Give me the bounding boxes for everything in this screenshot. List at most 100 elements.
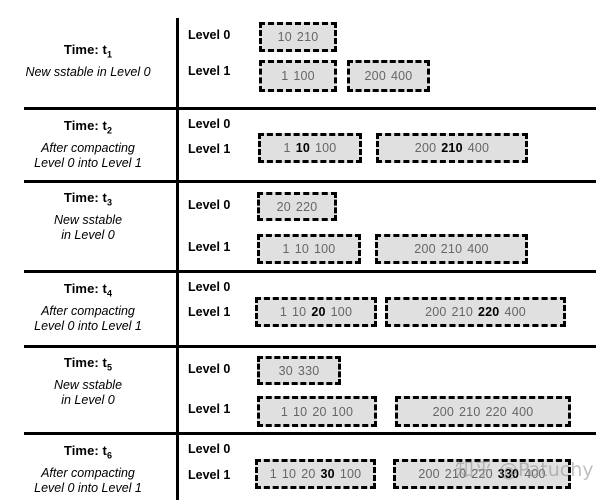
row-levels-cell: Level 0 Level 1 xyxy=(179,110,606,180)
sstable-key: 200 xyxy=(425,305,447,319)
row-description-line: New sstable xyxy=(53,377,123,392)
sstable-key: 100 xyxy=(315,141,337,155)
level-1-label: Level 1 xyxy=(188,142,231,156)
sstable-key: 220 xyxy=(478,305,500,319)
sstable-key: 220 xyxy=(485,404,507,419)
sstable-key: 200 xyxy=(414,141,437,155)
sstable-key: 1 xyxy=(269,467,277,481)
time-index: 3 xyxy=(106,197,113,208)
sstable-key: 100 xyxy=(314,242,336,256)
level-0-label: Level 0 xyxy=(188,280,231,294)
sstable-level1: 1 10 100 xyxy=(258,133,362,163)
row-description-line: in Level 0 xyxy=(61,392,115,407)
sstable-key: 30 xyxy=(278,363,293,378)
sstable-key: 220 xyxy=(295,199,318,214)
time-label: Time: t5 xyxy=(6,355,170,373)
time-label: Time: t4 xyxy=(6,281,170,299)
sstable-key: 200 xyxy=(418,467,440,481)
sstable-level0: 20 220 xyxy=(257,192,337,221)
sstable-key: 30 xyxy=(320,467,335,481)
row-description-line: Level 0 into Level 1 xyxy=(34,318,142,333)
sstable-key: 100 xyxy=(330,305,353,319)
sstable-key: 10 xyxy=(281,467,297,481)
level-1-label: Level 1 xyxy=(188,402,231,416)
time-label-text: Time: t xyxy=(63,281,107,296)
level-1-label: Level 1 xyxy=(188,240,231,254)
row-levels-cell: Level 0 Level 1 xyxy=(179,273,606,345)
row-separator-4 xyxy=(24,345,596,348)
level-0-label: Level 0 xyxy=(188,198,231,212)
row-label-cell: Time: t1 New sstable in Level 0 xyxy=(0,42,176,80)
sstable-key: 100 xyxy=(331,404,354,419)
row-description-line: After compacting xyxy=(41,303,135,318)
level-0-label: Level 0 xyxy=(188,28,231,42)
sstable-key: 20 xyxy=(276,199,291,214)
row-description-line: New sstable in Level 0 xyxy=(25,64,151,79)
row-levels-cell: Level 0 Level 1 xyxy=(179,183,606,270)
level-1-label: Level 1 xyxy=(188,468,231,482)
sstable-key: 10 xyxy=(293,404,308,419)
sstable-level1: 1 10 20 100 xyxy=(255,297,377,327)
time-index: 5 xyxy=(106,362,113,373)
sstable-key: 1 xyxy=(281,69,289,83)
sstable-level1: 200 400 xyxy=(347,60,430,92)
sstable-key: 400 xyxy=(391,69,413,83)
sstable-key: 10 xyxy=(277,30,292,44)
sstable-key: 1 xyxy=(283,141,291,155)
row-levels-cell: Level 0 Level 1 xyxy=(179,348,606,432)
sstable-key: 210 xyxy=(451,305,473,319)
sstable-key: 210 xyxy=(440,242,463,256)
sstable-key: 100 xyxy=(293,69,315,83)
row-separator-1 xyxy=(24,107,596,110)
sstable-key: 330 xyxy=(497,467,520,481)
sstable-key: 220 xyxy=(471,467,493,481)
level-0-label: Level 0 xyxy=(188,117,231,131)
sstable-key: 400 xyxy=(467,242,489,256)
row-description-line: New sstable xyxy=(53,212,123,227)
level-0-label: Level 0 xyxy=(188,442,231,456)
sstable-key: 20 xyxy=(311,305,326,319)
row-description-line: After compacting xyxy=(41,465,135,480)
level-1-label: Level 1 xyxy=(188,64,231,78)
sstable-key: 1 xyxy=(279,305,288,319)
row-description-line: After compacting xyxy=(41,140,135,155)
time-label: Time: t3 xyxy=(6,190,170,208)
level-0-label: Level 0 xyxy=(188,362,231,376)
row-description-line: Level 0 into Level 1 xyxy=(34,155,142,170)
sstable-key: 10 xyxy=(295,141,310,155)
sstable-key: 10 xyxy=(292,305,307,319)
time-index: 4 xyxy=(106,288,113,299)
sstable-key: 210 xyxy=(441,141,463,155)
time-label-text: Time: t xyxy=(63,190,107,205)
sstable-key: 200 xyxy=(364,69,386,83)
sstable-key: 10 xyxy=(294,242,309,256)
sstable-key: 210 xyxy=(444,467,467,481)
row-separator-2 xyxy=(24,180,596,183)
sstable-key: 400 xyxy=(504,305,526,319)
sstable-key: 200 xyxy=(414,242,436,256)
time-index: 6 xyxy=(106,450,113,461)
row-levels-cell: Level 0 Level 1 xyxy=(179,435,606,500)
time-label: Time: t1 xyxy=(6,42,170,60)
level-1-label: Level 1 xyxy=(188,305,231,319)
